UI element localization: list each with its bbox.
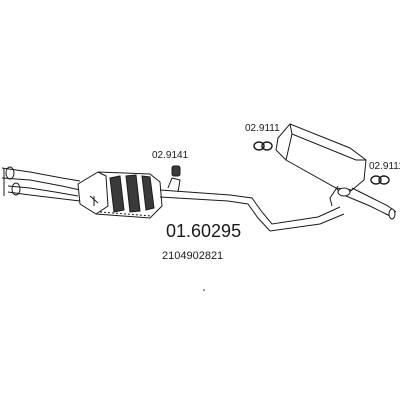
oem-number: 2104902821 bbox=[162, 250, 223, 262]
hanger-center-part-number: 02.9141 bbox=[152, 150, 189, 161]
hanger-top-right-part-number: 02.9111 bbox=[245, 123, 280, 134]
connecting-pipe bbox=[159, 177, 345, 232]
rubber-hanger-top-right bbox=[253, 141, 273, 151]
rubber-hanger-center bbox=[171, 165, 181, 177]
front-pipe bbox=[1, 166, 81, 202]
product-number: 01.60295 bbox=[166, 221, 241, 241]
middle-silencer bbox=[77, 171, 163, 219]
hanger-right-part-number: 02.9111 bbox=[369, 161, 400, 172]
rear-silencer bbox=[275, 123, 397, 220]
rubber-hanger-right bbox=[370, 175, 390, 185]
stray-dot bbox=[203, 289, 205, 291]
